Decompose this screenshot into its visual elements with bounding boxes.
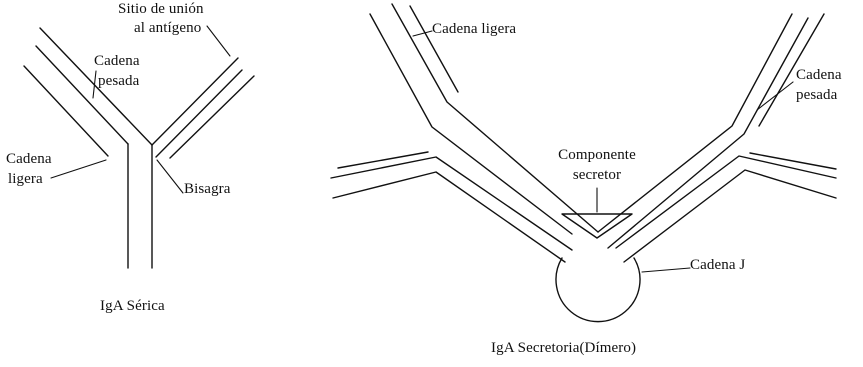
dimer-left-upper-heavy-chain-outer (370, 14, 572, 234)
monomer-light-chain-right (170, 76, 254, 158)
j-chain-circle (556, 258, 640, 322)
dimer-right-upper-heavy-chain-inner (598, 14, 792, 232)
dimer-left-lower-light-chain (338, 152, 428, 168)
label-light-chain-line1: Cadena (6, 150, 52, 169)
dimer-left-lower-heavy-chain-upper (331, 157, 572, 250)
label-heavy-chain-line1: Cadena (94, 52, 140, 71)
leader-dimer-heavy-chain (757, 82, 793, 110)
dimer-right-lower-heavy-chain-lower (624, 170, 836, 262)
label-dimer-light-chain: Cadena ligera (432, 20, 516, 39)
leader-j-chain (642, 268, 690, 272)
label-secretory-component-line1: Componente (540, 146, 654, 165)
dimer-right-upper-heavy-chain-outer (608, 18, 808, 248)
caption-iga-secretoria: IgA Secretoria(Dímero) (491, 339, 636, 358)
leader-binding-site (207, 26, 230, 56)
leader-dimer-light-chain (413, 31, 432, 36)
label-secretory-component-line2: secretor (540, 166, 654, 185)
label-dimer-heavy-chain-line1: Cadena (796, 66, 842, 85)
caption-iga-serica: IgA Sérica (100, 297, 165, 316)
label-dimer-heavy-chain-line2: pesada (796, 86, 837, 105)
label-j-chain: Cadena J (690, 256, 745, 275)
monomer-heavy-chain-right-outer (156, 70, 242, 157)
label-hinge: Bisagra (184, 180, 231, 199)
leader-hinge (157, 160, 183, 193)
dimer-left-lower-heavy-chain-lower (333, 172, 565, 262)
leader-light-chain (51, 160, 106, 178)
label-light-chain-line2: ligera (8, 170, 43, 189)
label-binding-site-line1: Sitio de unión (118, 0, 204, 19)
label-binding-site-line2: al antígeno (134, 19, 201, 38)
label-heavy-chain-line2: pesada (98, 72, 139, 91)
monomer-heavy-chain-right-inner (152, 58, 238, 145)
